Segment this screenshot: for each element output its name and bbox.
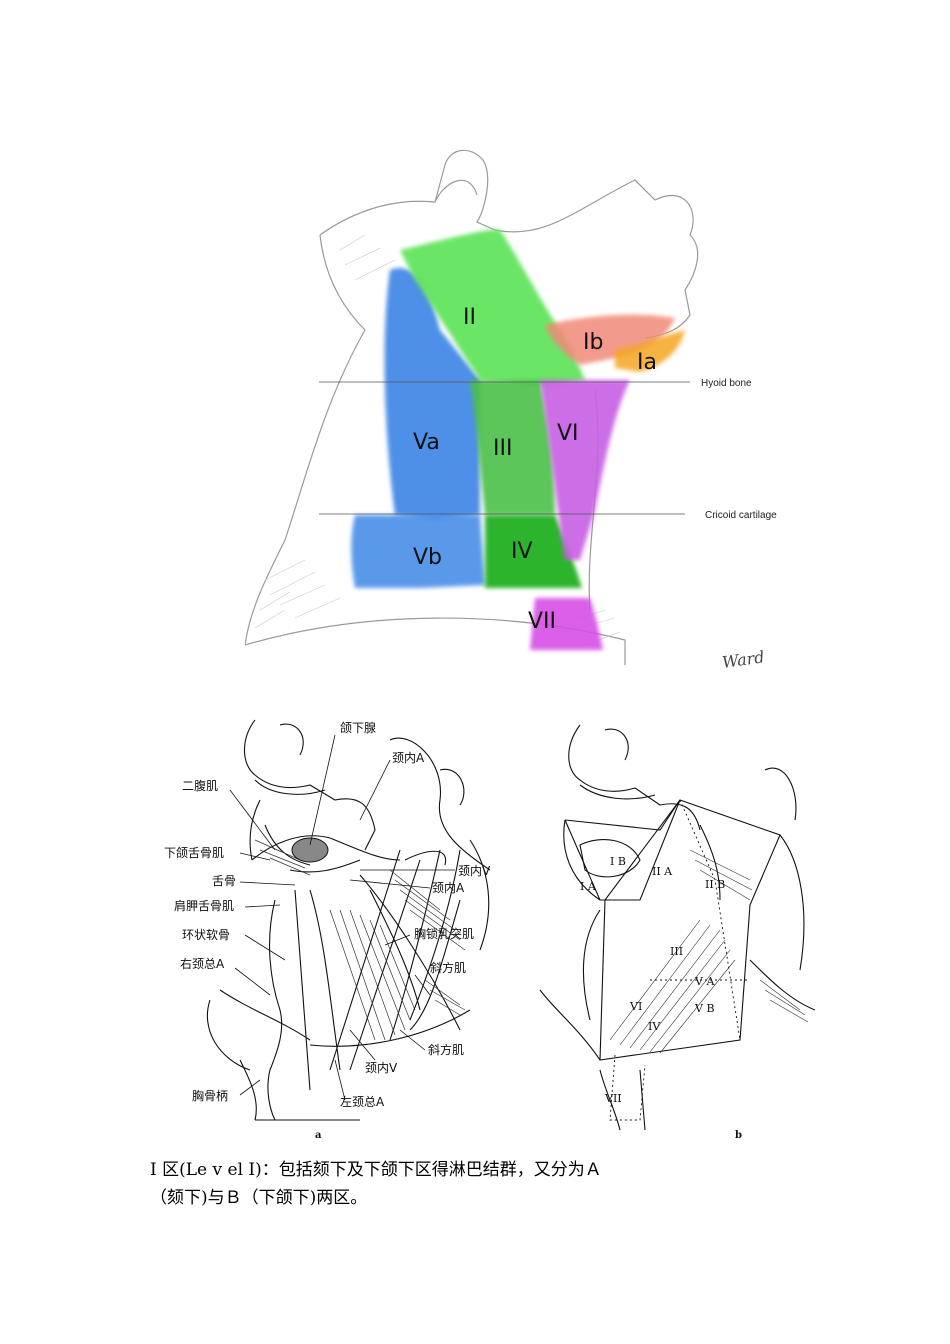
label-Va: Va (413, 430, 440, 455)
label-trapezius-lower: 斜方肌 (428, 1042, 464, 1057)
label-trapezius-upper: 斜方肌 (430, 960, 466, 975)
level-IB: I B (610, 855, 626, 868)
label-VI: VI (557, 421, 579, 446)
level-VA: V A (694, 975, 715, 988)
artist-signature: Ward (721, 647, 766, 670)
label-ica-top: 颈内A (392, 751, 425, 765)
level-IA: I A (580, 880, 597, 893)
label-II: II (463, 305, 476, 330)
level-III: III (670, 945, 683, 958)
caption-line-1: Ⅰ 区(Le v el Ⅰ)：包括颏下及下颌下区得淋巴结群，又分为Ａ (150, 1160, 602, 1180)
panel-a-drawing (206, 719, 491, 1121)
label-ijv-upper: 颈内V (458, 864, 491, 878)
caption-line-2: （颏下)与Ｂ（下颌下)两区。 (150, 1188, 368, 1208)
label-digastric: 二腹肌 (182, 779, 218, 793)
panel-b-drawing (539, 724, 816, 1131)
panel-b-dotted-borders (609, 799, 750, 1121)
zone-III (470, 380, 555, 515)
zone-Va (384, 268, 480, 520)
label-left-cca: 左颈总A (340, 1094, 385, 1109)
neck-anatomy-line-drawings: 颌下腺 颈内A 二腹肌 下颌舌骨肌 舌骨 肩胛舌骨肌 环状软骨 右颈总A 胸骨柄… (164, 719, 816, 1141)
panel-b-muscle-hatching (609, 849, 809, 1054)
level-i-description: Ⅰ 区(Le v el Ⅰ)：包括颏下及下颌下区得淋巴结群，又分为Ａ （颏下)与… (150, 1156, 810, 1212)
label-scm: 胸锁乳突肌 (414, 926, 474, 941)
label-III: III (493, 436, 512, 461)
zone-VII (530, 598, 603, 650)
zone-IV (485, 515, 582, 588)
label-Vb: Vb (413, 545, 442, 570)
zone-II (400, 229, 585, 385)
panel-b-tag: b (735, 1130, 742, 1141)
zone-Ib (545, 314, 675, 365)
neck-levels-illustration: Hyoid bone Cricoid cartilage II Ib Ia Va… (245, 149, 777, 670)
label-cricoid: 环状软骨 (182, 928, 230, 942)
label-ica-mid: 颈内A (432, 881, 465, 895)
label-VII: VII (528, 609, 556, 634)
panel-a-muscle-hatching (254, 839, 466, 1041)
panel-a-tag: a (315, 1130, 322, 1141)
label-omohyoid: 肩胛舌骨肌 (174, 898, 234, 913)
level-IV: IV (648, 1020, 661, 1033)
zone-VI (540, 380, 630, 560)
label-Ia: Ia (637, 350, 657, 375)
label-hyoid: 舌骨 (212, 874, 236, 888)
submandibular-gland-shape (291, 837, 329, 863)
cricoid-cartilage-label: Cricoid cartilage (705, 510, 777, 521)
label-submandibular-gland: 颌下腺 (340, 720, 376, 735)
label-right-cca: 右颈总A (180, 956, 225, 971)
level-IIB: II B (705, 878, 725, 891)
label-Ib: Ib (583, 330, 603, 355)
panel-a-leader-lines (229, 734, 455, 1101)
label-mylohyoid: 下颌舌骨肌 (164, 845, 224, 860)
hyoid-bone-label: Hyoid bone (701, 378, 752, 389)
level-VB: V B (694, 1002, 715, 1015)
level-VII: VII (604, 1092, 622, 1105)
level-IIA: II A (652, 865, 673, 878)
label-IV: IV (511, 539, 533, 564)
zone-Vb (351, 515, 485, 588)
label-ijv-lower: 颈内V (365, 1061, 398, 1075)
level-VI: VI (629, 1000, 642, 1013)
zone-Ia (615, 330, 685, 372)
label-manubrium: 胸骨柄 (192, 1088, 228, 1103)
